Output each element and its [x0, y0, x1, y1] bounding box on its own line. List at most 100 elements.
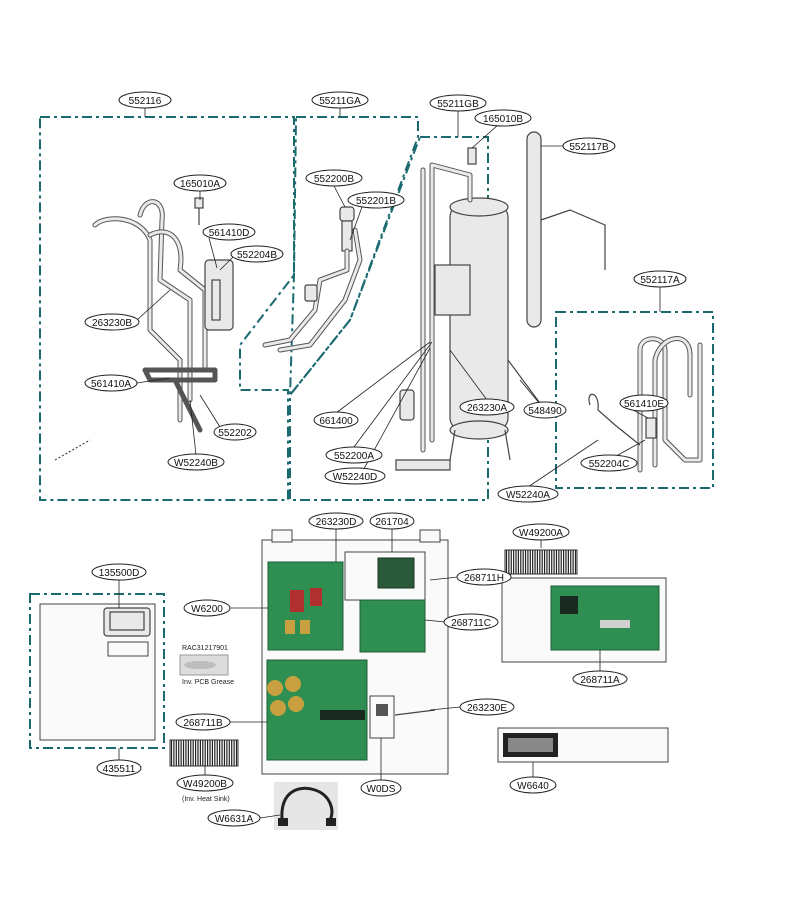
- callout-135500D: 135500D: [91, 563, 147, 581]
- svg-text:W49200A: W49200A: [519, 528, 563, 539]
- svg-text:268711A: 268711A: [580, 675, 620, 686]
- callout-W6631A: W6631A: [207, 809, 261, 827]
- control-box-assembly: [261, 529, 449, 775]
- svg-text:552116: 552116: [129, 96, 162, 107]
- svg-text:W52240D: W52240D: [333, 472, 377, 483]
- svg-text:263230A: 263230A: [467, 403, 507, 414]
- svg-text:552200A: 552200A: [334, 451, 374, 462]
- callout-561410D: 561410D: [202, 223, 256, 241]
- frame-group-55211GB: [289, 136, 489, 501]
- svg-text:268711B: 268711B: [183, 718, 223, 729]
- callout-W6200: W6200: [183, 599, 231, 617]
- piping-assembly-55211GA: [262, 206, 363, 353]
- svg-text:548490: 548490: [528, 406, 562, 417]
- tube-552117B: [526, 131, 606, 328]
- svg-text:W0DS: W0DS: [367, 784, 396, 795]
- svg-text:165010A: 165010A: [180, 179, 220, 190]
- piping-assembly-552116: [54, 197, 234, 461]
- callout-552204B: 552204B: [230, 245, 284, 263]
- svg-text:165010B: 165010B: [483, 114, 523, 125]
- callout-661400: 661400: [313, 411, 359, 429]
- grease-code-note: RAC31217901: [182, 645, 228, 652]
- svg-text:261704: 261704: [375, 517, 409, 528]
- callout-55211GB: 55211GB: [429, 94, 487, 112]
- frame-group-552117A: [555, 311, 714, 489]
- callout-552202: 552202: [213, 423, 257, 441]
- svg-text:561410D: 561410D: [209, 228, 250, 239]
- svg-text:552117A: 552117A: [640, 275, 680, 286]
- svg-text:W49200B: W49200B: [183, 779, 227, 790]
- callout-548490: 548490: [523, 401, 567, 419]
- svg-text:661400: 661400: [319, 416, 353, 427]
- callout-561410A: 561410A: [84, 374, 138, 392]
- svg-text:W52240A: W52240A: [506, 490, 550, 501]
- callout-263230B: 263230B: [84, 313, 140, 331]
- svg-text:W6631A: W6631A: [215, 814, 254, 825]
- svg-text:552204B: 552204B: [237, 250, 277, 261]
- callout-261704: 261704: [369, 512, 415, 530]
- heatsink-W49200A: [504, 549, 578, 575]
- callout-W49200B: W49200B: [176, 774, 234, 792]
- front-cover-435511: [39, 603, 156, 741]
- callout-W52240D: W52240D: [324, 467, 386, 485]
- callout-55211GA: 55211GA: [311, 91, 369, 109]
- svg-text:552117B: 552117B: [569, 142, 609, 153]
- compressor-assembly-55211GB: [395, 147, 511, 471]
- svg-text:268711C: 268711C: [451, 618, 491, 629]
- svg-text:552200B: 552200B: [314, 174, 354, 185]
- callout-W6640: W6640: [509, 776, 557, 794]
- noise-filter-pcb-w6200: [267, 561, 344, 651]
- svg-text:263230E: 263230E: [467, 703, 507, 714]
- svg-text:135500D: 135500D: [99, 568, 140, 579]
- heatsink-note: (Inv. Heat Sink): [182, 796, 230, 803]
- callout-435511: 435511: [96, 759, 142, 777]
- frame-group-55211GA: [288, 116, 419, 398]
- callout-W52240A: W52240A: [497, 485, 559, 503]
- svg-text:55211GB: 55211GB: [437, 99, 479, 110]
- callout-552201B: 552201B: [347, 191, 405, 209]
- callout-561410E: 561410E: [619, 394, 669, 412]
- callout-165010B: 165010B: [474, 109, 532, 127]
- svg-text:561410A: 561410A: [91, 379, 131, 390]
- sub-pcb-268711C: [359, 599, 426, 653]
- callout-W52240B: W52240B: [167, 453, 225, 471]
- callout-263230A: 263230A: [459, 398, 515, 416]
- cable-harness-W6631A: [274, 782, 338, 830]
- callout-268711H: 268711H: [456, 568, 512, 586]
- callout-263230E: 263230E: [459, 698, 515, 716]
- callout-263230D: 263230D: [308, 512, 364, 530]
- callout-268711C: 268711C: [443, 613, 499, 631]
- callout-552117B: 552117B: [562, 137, 616, 155]
- callout-W49200A: W49200A: [512, 523, 570, 541]
- callout-268711A: 268711A: [572, 670, 628, 688]
- frame-group-552116: [39, 116, 295, 501]
- pipe-548490: [507, 359, 546, 411]
- callout-552204C: 552204C: [580, 454, 638, 472]
- callout-552200B: 552200B: [305, 169, 363, 187]
- svg-text:435511: 435511: [103, 764, 136, 775]
- svg-text:552201B: 552201B: [356, 196, 396, 207]
- svg-text:268711H: 268711H: [464, 573, 504, 584]
- callout-W0DS: W0DS: [360, 779, 402, 797]
- svg-text:552204C: 552204C: [589, 459, 630, 470]
- frame-group-435511: [29, 593, 165, 749]
- callout-552200A: 552200A: [325, 446, 383, 464]
- heatsink-W49200B: [169, 739, 239, 767]
- svg-text:561410E: 561410E: [624, 399, 664, 410]
- callout-552117A: 552117A: [633, 270, 687, 288]
- svg-text:552202: 552202: [218, 428, 252, 439]
- svg-text:263230D: 263230D: [316, 517, 357, 528]
- callout-165010A: 165010A: [173, 174, 227, 192]
- pcb-grease-tube: [179, 654, 229, 676]
- callout-552116: 552116: [118, 91, 172, 109]
- svg-text:W52240B: W52240B: [174, 458, 218, 469]
- grease-label-note: Inv. PCB Grease: [182, 679, 234, 686]
- svg-text:W6200: W6200: [191, 604, 223, 615]
- terminal-plate-W6640: [497, 727, 669, 763]
- piping-assembly-552117A: [588, 336, 703, 473]
- svg-text:263230B: 263230B: [92, 318, 132, 329]
- svg-text:55211GA: 55211GA: [319, 96, 361, 107]
- callout-268711B: 268711B: [175, 713, 231, 731]
- svg-text:W6640: W6640: [517, 781, 549, 792]
